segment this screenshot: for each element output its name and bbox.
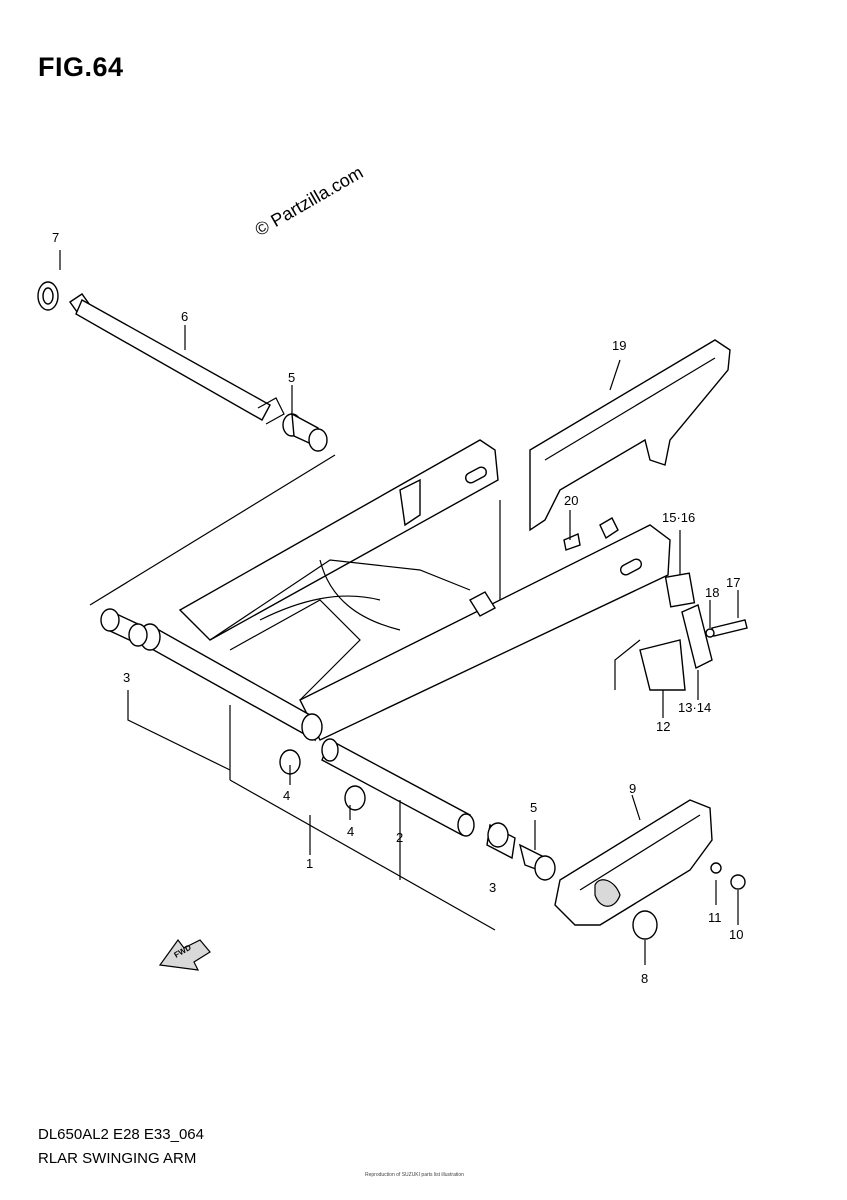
callout-5-top: 5 xyxy=(288,370,295,385)
fine-print: Reproduction of SUZUKI parts list illust… xyxy=(365,1172,464,1178)
callout-2: 2 xyxy=(396,830,403,845)
callout-1: 1 xyxy=(306,856,313,871)
callout-8: 8 xyxy=(641,971,648,986)
washer-11-part xyxy=(710,862,722,874)
callout-10: 10 xyxy=(729,927,743,942)
swing-arm-body xyxy=(139,439,671,742)
callout-3-left: 3 xyxy=(123,670,130,685)
fwd-arrow-icon: FWD xyxy=(158,938,211,971)
callout-13-14: 13·14 xyxy=(678,700,711,715)
bearing-left-part xyxy=(100,608,148,647)
callout-7: 7 xyxy=(52,230,59,245)
callout-18: 18 xyxy=(705,585,719,600)
callout-15-16: 15·16 xyxy=(662,510,695,525)
callout-6: 6 xyxy=(181,309,188,324)
callout-5-bottom: 5 xyxy=(530,800,537,815)
nut-8-part xyxy=(632,910,658,940)
spacer-part xyxy=(321,738,475,837)
callout-17: 17 xyxy=(726,575,740,590)
callout-4-right: 4 xyxy=(347,824,354,839)
leader-lines xyxy=(59,250,739,965)
callout-12: 12 xyxy=(656,719,670,734)
nut-18-part xyxy=(705,628,715,638)
callout-3-right: 3 xyxy=(489,880,496,895)
bearing-right-part xyxy=(486,822,556,881)
plate-part xyxy=(664,572,696,608)
callout-11: 11 xyxy=(708,910,722,925)
bolt-10-part xyxy=(730,874,746,890)
callout-20: 20 xyxy=(564,493,578,508)
chain-cover-part xyxy=(529,339,731,532)
bearing-4b-part xyxy=(344,785,366,811)
callout-19: 19 xyxy=(612,338,626,353)
diagram-name: RLAR SWINGING ARM xyxy=(38,1150,197,1167)
callout-9: 9 xyxy=(629,781,636,796)
chain-guide-part xyxy=(554,799,713,926)
screw-20-part xyxy=(563,533,581,551)
callout-4-left: 4 xyxy=(283,788,290,803)
diagram-code: DL650AL2 E28 E33_064 xyxy=(38,1126,204,1143)
bolt-17-part xyxy=(711,619,748,637)
pivot-shaft-part xyxy=(37,281,285,425)
collar-top-part xyxy=(282,412,328,452)
bracket-part xyxy=(639,639,686,691)
adjuster-part xyxy=(681,604,713,670)
figure-title: FIG.64 xyxy=(38,52,124,82)
